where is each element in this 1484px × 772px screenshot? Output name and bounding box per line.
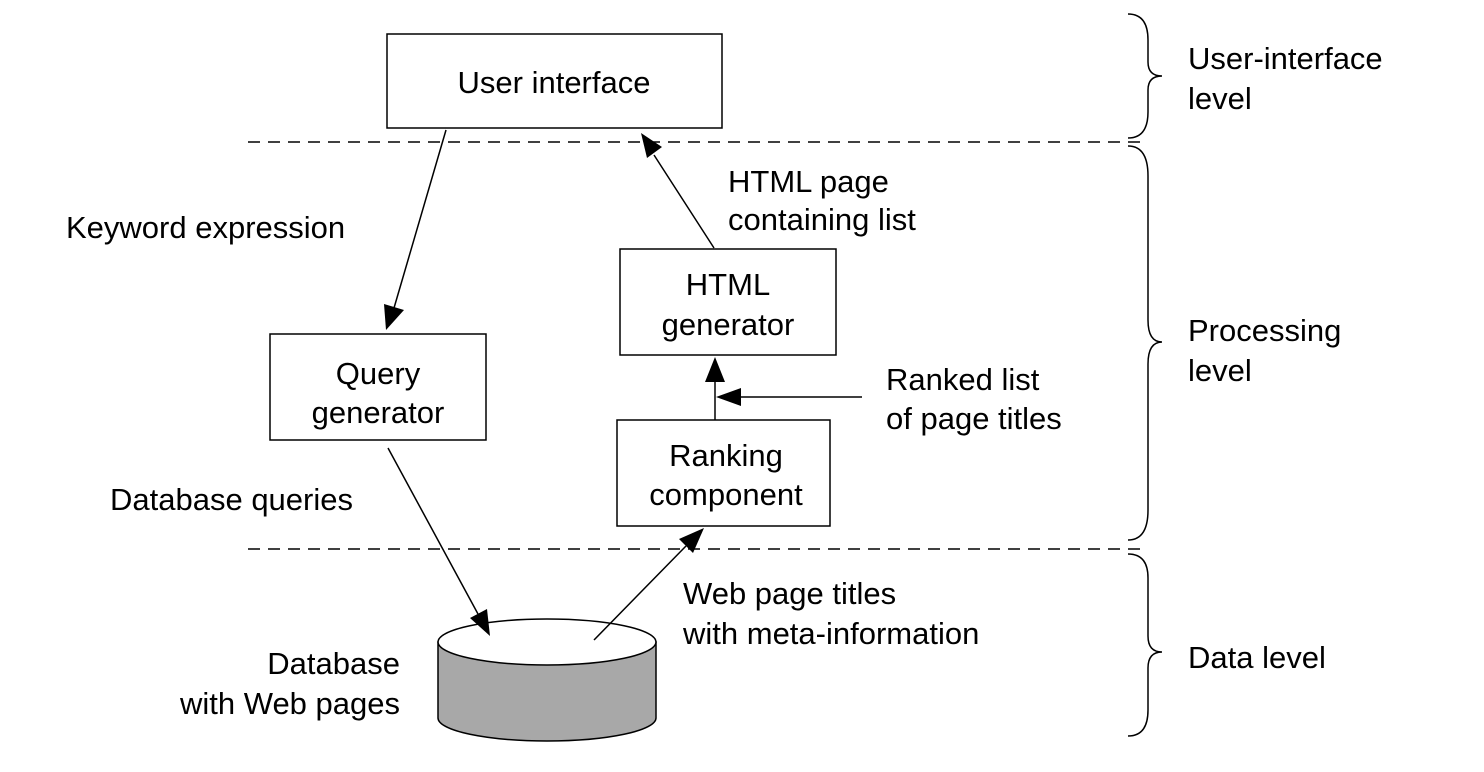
data-level-label: Data level	[1188, 640, 1326, 675]
database-top	[437, 618, 657, 666]
ranking-component-label-line-2: component	[649, 477, 803, 512]
arrow-database-to-ranking	[593, 528, 704, 641]
database-cylinder	[437, 618, 657, 742]
processing-level-label-line-1: Processing	[1188, 313, 1341, 348]
arrow-line	[653, 154, 715, 249]
brace-processing-level	[1127, 145, 1163, 541]
brace-user-interface-level	[1127, 13, 1163, 139]
query-generator-label-line-2: generator	[312, 395, 445, 430]
keyword-expression-label: Keyword expression	[66, 210, 345, 245]
processing-level-label-line-2: level	[1188, 353, 1252, 388]
arrow-ranked-list-input	[716, 388, 862, 406]
arrow-head	[384, 304, 404, 330]
arrow-head	[716, 388, 741, 406]
ranked-list-label-line-2: of page titles	[886, 401, 1062, 436]
arrow-html-generator-to-ui	[641, 133, 715, 249]
database-label-line-2: with Web pages	[179, 686, 400, 721]
arrow-query-generator-to-database	[387, 447, 490, 636]
arrow-ui-to-query-generator	[384, 129, 447, 330]
query-generator-box	[269, 333, 487, 441]
arrow-head	[705, 357, 725, 382]
html-page-label-line-1: HTML page	[728, 164, 889, 199]
arrow-line	[387, 447, 479, 615]
web-page-titles-label-line-2: with meta-information	[682, 616, 979, 651]
web-page-titles-label-line-1: Web page titles	[683, 576, 896, 611]
html-page-label-line-2: containing list	[728, 202, 916, 237]
arrow-head	[641, 133, 662, 158]
ranking-component-box	[616, 419, 831, 527]
html-generator-box	[619, 248, 837, 356]
database-queries-label: Database queries	[110, 482, 353, 517]
query-generator-label-line-1: Query	[336, 356, 421, 391]
ranked-list-label-line-1: Ranked list	[886, 362, 1040, 397]
database-body	[437, 641, 657, 742]
html-generator-label-line-2: generator	[662, 307, 795, 342]
html-generator-label-line-1: HTML	[686, 267, 770, 302]
arrow-ranking-to-html-generator	[705, 357, 725, 420]
ranking-component-label-line-1: Ranking	[669, 438, 783, 473]
database-label-line-1: Database	[267, 646, 400, 681]
user-interface-label: User interface	[458, 65, 651, 100]
arrow-line	[593, 545, 687, 641]
user-interface-level-label-line-2: level	[1188, 81, 1252, 116]
user-interface-box	[386, 33, 723, 129]
arrow-head	[679, 528, 704, 553]
user-interface-level-label-line-1: User-interface	[1188, 41, 1383, 76]
arrow-line	[393, 129, 447, 309]
brace-data-level	[1127, 553, 1163, 737]
arrow-head	[470, 609, 490, 636]
